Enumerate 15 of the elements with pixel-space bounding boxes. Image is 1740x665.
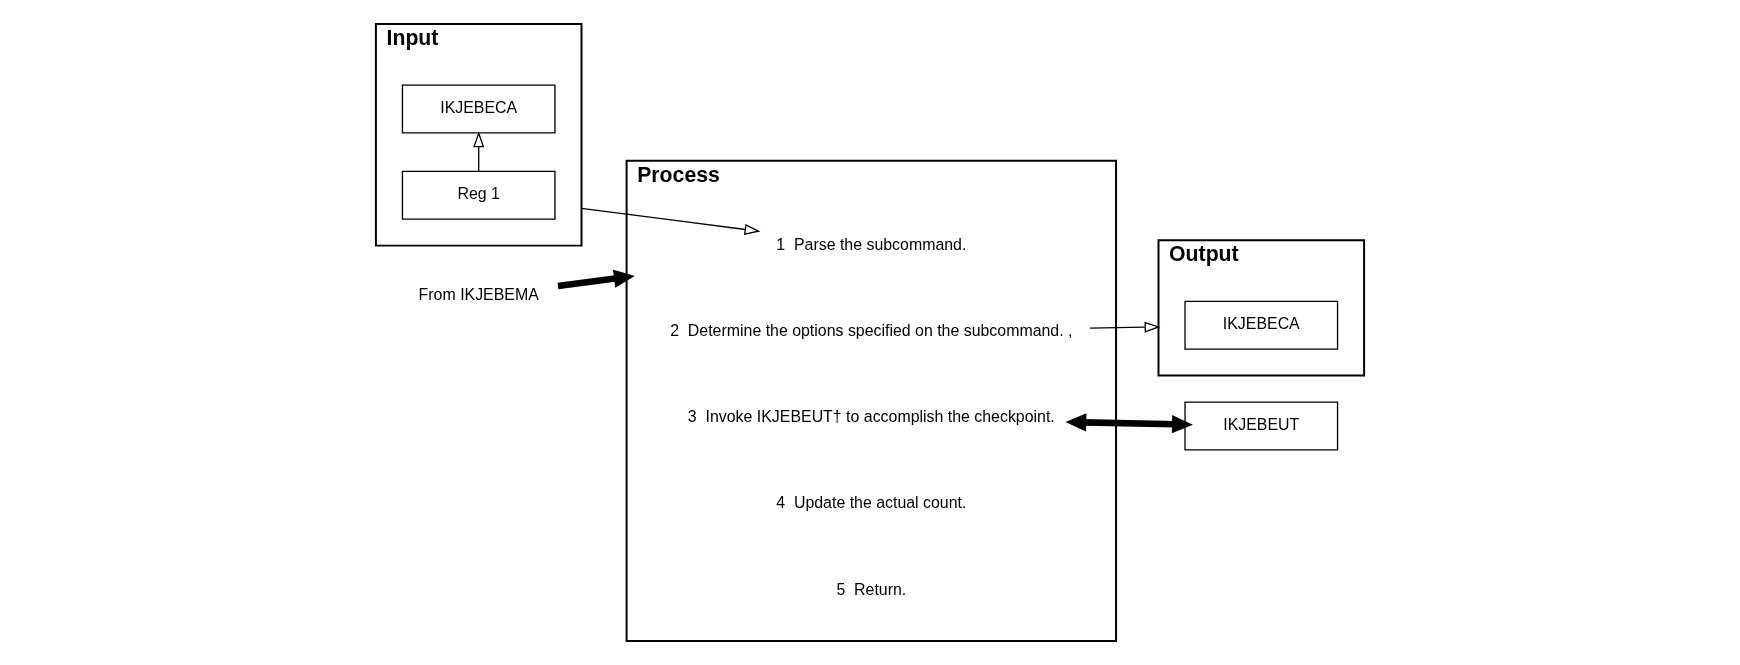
arrow <box>473 131 485 172</box>
node-text: 1 Parse the subcommand. <box>776 235 967 253</box>
node-text: 3 Invoke IKJEBEUT† to accomplish the checkpoint. <box>687 408 1055 426</box>
node-text: From IKJEBEMA <box>418 286 539 304</box>
arrow <box>557 269 635 290</box>
node-text: 5 Return. <box>836 580 907 598</box>
node-text: 2 Determine the options specified on the subcommand. , <box>670 321 1073 339</box>
arrow <box>580 207 761 235</box>
node-box: IKJEBECA <box>401 84 556 134</box>
node-box: Reg 1 <box>401 170 556 220</box>
node-box: IKJEBEUT <box>1184 401 1339 451</box>
arrow <box>1089 321 1161 333</box>
node-box: IKJEBECA <box>1184 300 1339 350</box>
arrow <box>1065 413 1193 434</box>
node-text: 4 Update the actual count. <box>776 494 967 512</box>
